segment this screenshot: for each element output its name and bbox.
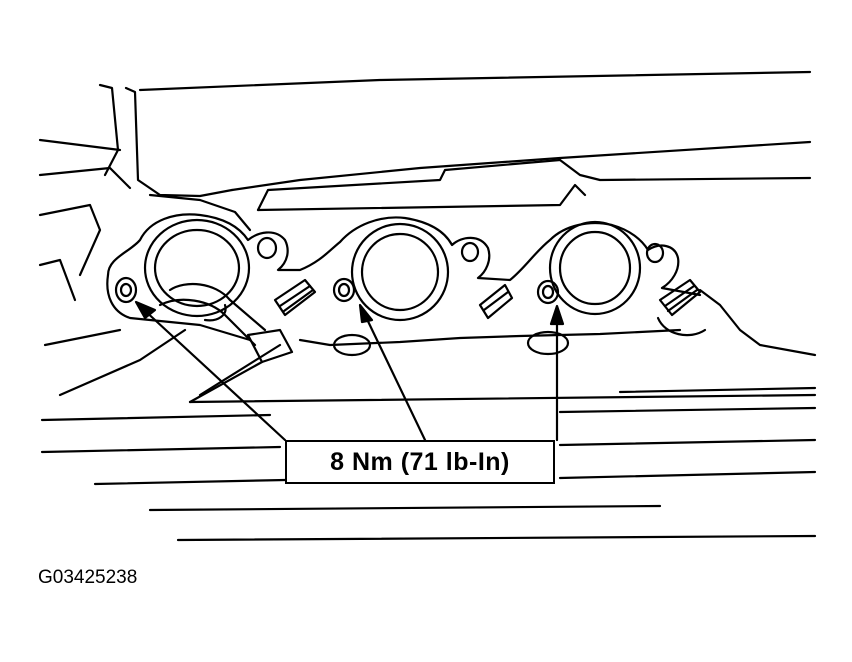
figure-id: G03425238 xyxy=(38,567,138,588)
engine-head-outline xyxy=(38,70,812,397)
exhaust-port-1 xyxy=(143,218,251,318)
flange-nuts xyxy=(114,236,665,357)
manifold-flange xyxy=(106,213,702,347)
exhaust-port-3 xyxy=(548,220,642,316)
exhaust-port-2 xyxy=(350,222,450,322)
heat-tube xyxy=(158,283,294,404)
manifold-studs xyxy=(273,278,817,357)
engine-block-lines xyxy=(40,386,817,542)
leader-arrows xyxy=(134,300,565,442)
torque-spec-label: 8 Nm (71 lb-In) xyxy=(285,440,555,484)
